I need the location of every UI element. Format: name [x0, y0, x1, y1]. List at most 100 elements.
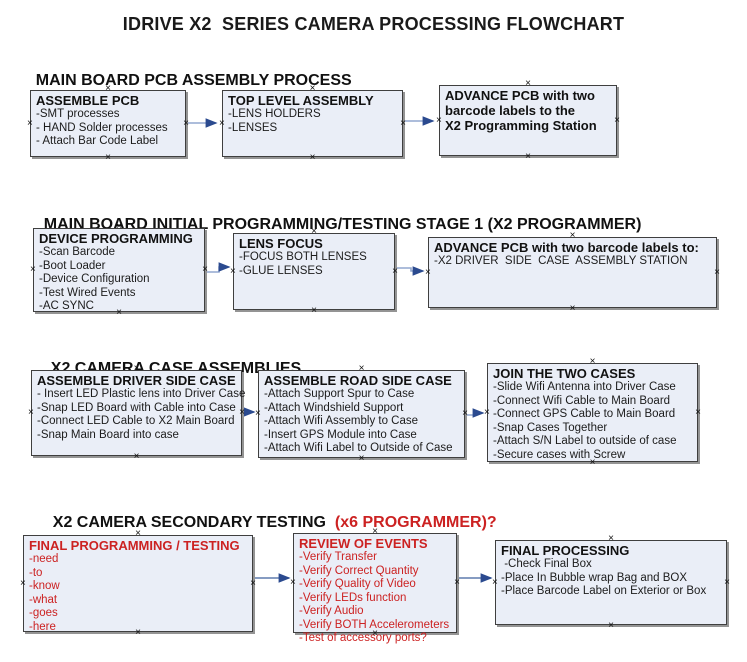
connection-handle-icon[interactable]: × — [105, 83, 111, 94]
connector-arrow[interactable] — [466, 408, 485, 418]
connection-handle-icon[interactable]: × — [569, 230, 576, 241]
connection-handle-icon[interactable]: × — [30, 264, 36, 275]
connection-handle-icon[interactable]: × — [133, 363, 140, 374]
connection-handle-icon[interactable]: × — [183, 117, 189, 129]
box-item: -to — [29, 566, 43, 579]
box-item: -what — [29, 593, 58, 606]
connection-handle-icon[interactable]: × — [28, 407, 34, 418]
connection-handle-icon[interactable]: × — [724, 576, 730, 588]
connection-handle-icon[interactable]: × — [290, 577, 296, 588]
connection-handle-icon[interactable]: × — [255, 408, 261, 419]
connection-handle-icon[interactable]: × — [589, 356, 596, 367]
box-item: -Connect LED Cable to X2 Main Board — [37, 415, 235, 427]
connector-arrow[interactable] — [206, 262, 231, 273]
box-item: -Verify BOTH Accelerometers — [299, 618, 450, 631]
connection-handle-icon[interactable]: × — [27, 117, 33, 129]
connection-handle-icon[interactable]: × — [614, 114, 620, 126]
connection-handle-icon[interactable]: × — [714, 266, 720, 278]
connection-handle-icon[interactable]: × — [219, 117, 225, 129]
flowbox-assemble-driver-side-case[interactable]: ASSEMBLE DRIVER SIDE CASE - Insert LED P… — [28, 364, 245, 462]
connection-handle-icon[interactable]: × — [525, 151, 531, 162]
box-title: FINAL PROCESSING — [501, 543, 630, 558]
box-title: ADVANCE PCB with two barcode labels to t… — [445, 88, 597, 133]
connection-handle-icon[interactable]: × — [105, 152, 111, 163]
flowbox-review-of-events[interactable]: REVIEW OF EVENTS -Verify Transfer-Verify… — [290, 527, 460, 645]
connection-handle-icon[interactable]: × — [135, 627, 141, 638]
box-items: -FOCUS BOTH LENSES-GLUE LENSES — [239, 251, 390, 278]
connection-handle-icon[interactable]: × — [462, 408, 468, 419]
box-item: -Attach Support Spur to Case — [264, 388, 415, 400]
connection-handle-icon[interactable]: × — [358, 453, 365, 464]
section-header-text: MAIN BOARD PCB ASSEMBLY PROCESS — [35, 72, 352, 89]
box-title: ASSEMBLE ROAD SIDE CASE — [264, 373, 452, 388]
page-title: IDRIVE X2 SERIES CAMERA PROCESSING FLOWC… — [122, 14, 625, 34]
connection-handle-icon[interactable]: × — [116, 307, 122, 318]
box-item: -GLUE LENSES — [239, 264, 323, 277]
connection-handle-icon[interactable]: × — [309, 152, 316, 163]
connection-handle-icon[interactable]: × — [589, 457, 596, 468]
box-items: -Check Final Box-Place In Bubble wrap Ba… — [501, 558, 722, 599]
box-title: TOP LEVEL ASSEMBLY — [228, 93, 374, 108]
connection-handle-icon[interactable]: × — [116, 221, 122, 232]
flowbox-final-processing[interactable]: FINAL PROCESSING -Check Final Box-Place … — [492, 534, 730, 631]
connection-handle-icon[interactable]: × — [425, 266, 431, 278]
flowbox-assemble-road-side-case[interactable]: ASSEMBLE ROAD SIDE CASE -Attach Support … — [255, 364, 468, 464]
box-title: ADVANCE PCB with two barcode labels to: — [434, 240, 699, 255]
connector-arrow[interactable] — [396, 266, 425, 276]
connection-handle-icon[interactable]: × — [436, 114, 442, 126]
connection-handle-icon[interactable]: × — [202, 264, 208, 275]
connection-handle-icon[interactable]: × — [608, 620, 614, 631]
connection-handle-icon[interactable]: × — [454, 577, 460, 588]
box-item: - HAND Solder processes — [36, 121, 168, 134]
box-item: -Snap Cases Together — [493, 421, 608, 434]
flowbox-lens-focus[interactable]: LENS FOCUS -FOCUS BOTH LENSES-GLUE LENSE… — [230, 227, 398, 316]
flowbox-device-programming[interactable]: DEVICE PROGRAMMING -Scan Barcode-Boot Lo… — [30, 222, 208, 318]
connection-handle-icon[interactable]: × — [608, 533, 614, 544]
box-item: -Insert GPS Module into Case — [264, 428, 417, 441]
flowbox-advance-pcb-driver-side-station[interactable]: ADVANCE PCB with two barcode labels to: … — [425, 231, 720, 314]
box-items: -SMT processes- HAND Solder processes- A… — [36, 108, 181, 149]
section-header-text: X2 CAMERA SECONDARY TESTING — [52, 514, 335, 531]
box-item: -Attach Windshield Support — [264, 401, 404, 414]
flowbox-advance-pcb-programming-station[interactable]: ADVANCE PCB with two barcode labels to t… — [436, 79, 620, 162]
connection-handle-icon[interactable]: × — [311, 226, 317, 237]
flowbox-assemble-pcb[interactable]: ASSEMBLE PCB -SMT processes- HAND Solder… — [27, 84, 189, 163]
box-item: -Verify Correct Quantity — [299, 564, 419, 577]
flowbox-top-level-assembly[interactable]: TOP LEVEL ASSEMBLY -LENS HOLDERS-LENSES … — [219, 84, 406, 163]
box-title: JOIN THE TWO CASES — [493, 366, 636, 381]
connection-handle-icon[interactable]: × — [230, 265, 236, 277]
box-item: -Snap LED Board with Cable into Case — [37, 401, 236, 414]
connection-handle-icon[interactable]: × — [20, 577, 26, 589]
connection-handle-icon[interactable]: × — [525, 78, 531, 89]
connection-handle-icon[interactable]: × — [135, 528, 141, 539]
connection-handle-icon[interactable]: × — [372, 526, 378, 537]
flowbox-join-the-two-cases[interactable]: JOIN THE TWO CASES -Slide Wifi Antenna i… — [484, 357, 701, 468]
connection-handle-icon[interactable]: × — [358, 363, 365, 374]
box-item: -Slide Wifi Antenna into Driver Case — [493, 381, 676, 393]
connection-handle-icon[interactable]: × — [372, 628, 378, 639]
connection-handle-icon[interactable]: × — [484, 406, 490, 418]
box-item: -Verify Transfer — [299, 551, 377, 563]
connection-handle-icon[interactable]: × — [239, 407, 245, 418]
connection-handle-icon[interactable]: × — [392, 265, 398, 277]
connection-handle-icon[interactable]: × — [695, 406, 701, 418]
connection-handle-icon[interactable]: × — [569, 303, 576, 314]
box-item: -goes — [29, 607, 58, 619]
connection-handle-icon[interactable]: × — [400, 117, 406, 129]
connection-handle-icon[interactable]: × — [492, 576, 498, 588]
box-item: -need — [29, 553, 59, 565]
flowbox-final-programming-testing[interactable]: FINAL PROGRAMMING / TESTING -need-to-kno… — [20, 529, 256, 638]
box-item: -Secure cases with Screw — [493, 448, 626, 461]
section-header-pcb-assembly: MAIN BOARD PCB ASSEMBLY PROCESS — [18, 54, 352, 108]
connection-handle-icon[interactable]: × — [250, 577, 256, 589]
box-item: -Connect GPS Cable to Main Board — [493, 408, 676, 420]
box-title: ASSEMBLE DRIVER SIDE CASE — [37, 373, 236, 388]
box-item: -AC SYNC — [39, 300, 94, 312]
connection-handle-icon[interactable]: × — [133, 451, 140, 462]
box-item: -Test Wired Events — [39, 286, 136, 299]
connection-handle-icon[interactable]: × — [311, 305, 317, 316]
box-item: -FOCUS BOTH LENSES — [239, 251, 367, 263]
box-items: -Scan Barcode-Boot Loader-Device Configu… — [39, 246, 200, 314]
connection-handle-icon[interactable]: × — [309, 83, 316, 94]
box-items: -Verify Transfer-Verify Correct Quantity… — [299, 551, 452, 646]
